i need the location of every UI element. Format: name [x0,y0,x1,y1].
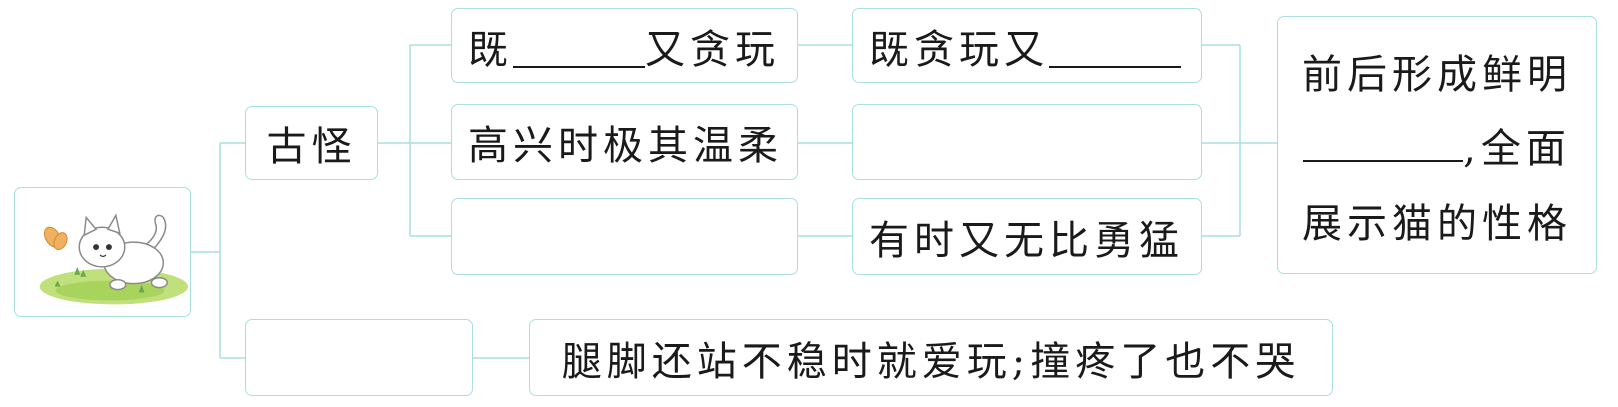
quaint-branch-box: 古怪 [245,106,378,180]
row1-left-box: 既 又贪玩 [451,8,798,83]
row1-left-prefix: 既 [468,26,513,73]
row1-right-blank [1049,24,1181,68]
kitten-detail-text: 腿脚还站不稳时就爱玩;撞疼了也不哭 [561,338,1301,385]
kitten-detail-box: 腿脚还站不稳时就爱玩;撞疼了也不哭 [529,319,1333,396]
row3-right-box: 有时又无比勇猛 [852,198,1202,275]
quaint-branch-label: 古怪 [266,124,357,170]
summary-line-2-suffix: ,全面 [1463,126,1571,172]
kitten-icon [39,213,189,305]
row3-left-box [451,198,798,275]
row2-right-box [852,104,1202,180]
summary-line-2: ,全面 [1303,116,1571,174]
row1-left-suffix: 又贪玩 [645,26,780,73]
row1-right-box: 既贪玩又 [852,8,1202,83]
summary-blank [1303,118,1464,162]
row3-right-text: 有时又无比勇猛 [869,217,1184,264]
kitten-branch-box [245,319,473,396]
row2-left-text: 高兴时极其温柔 [468,123,783,169]
row1-right-prefix: 既贪玩又 [869,26,1049,73]
row2-left-box: 高兴时极其温柔 [451,104,798,180]
summary-line-1: 前后形成鲜明 [1302,51,1572,98]
kitten-picture-box [14,187,191,317]
row1-left-blank [513,24,645,68]
summary-line-3: 展示猫的性格 [1302,200,1572,247]
summary-box: 前后形成鲜明 ,全面 展示猫的性格 [1277,16,1597,274]
